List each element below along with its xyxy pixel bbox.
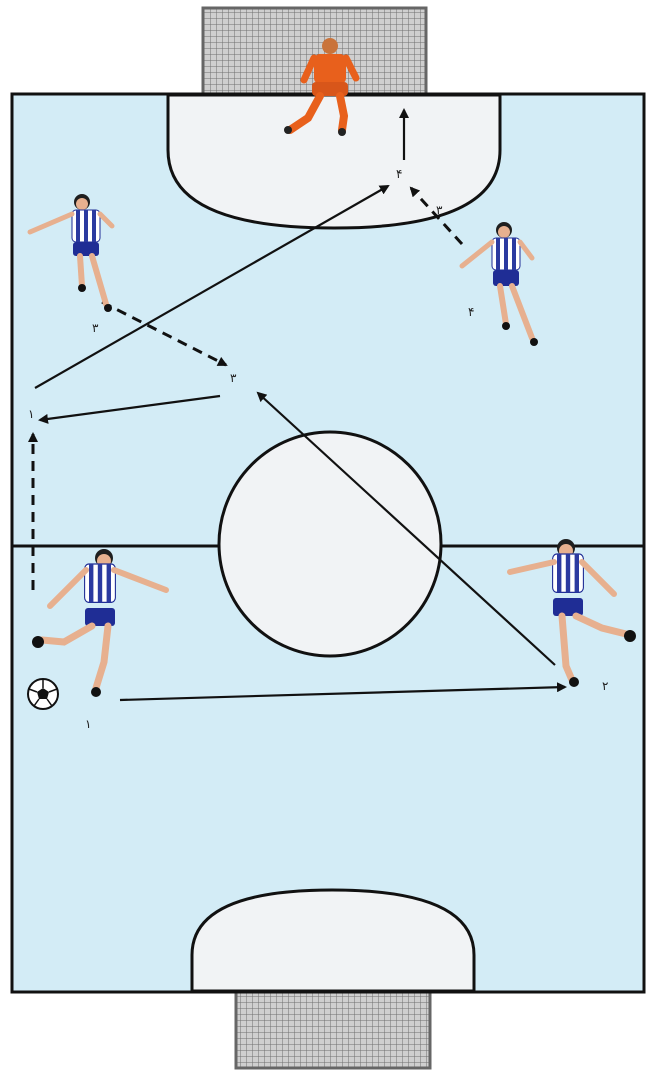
run-arrow xyxy=(409,186,464,246)
position-marker-label: ۱ xyxy=(85,717,91,731)
pass-arrow xyxy=(256,391,556,666)
position-marker-label: ۳ xyxy=(92,321,99,335)
pass-arrows xyxy=(34,108,567,702)
position-marker-label: ۲ xyxy=(602,679,608,693)
position-marker-label: ۳ xyxy=(230,371,237,385)
run-arrows xyxy=(28,186,464,590)
soccer-player-icon xyxy=(459,222,538,346)
bottom-penalty-area xyxy=(190,888,476,993)
pass-arrow xyxy=(34,185,390,389)
soccer-player-icon xyxy=(27,194,115,312)
position-marker-label: ۳ xyxy=(436,203,443,217)
center-circle xyxy=(217,430,443,658)
top-penalty-area xyxy=(166,93,502,230)
position-markers: ۱ ۱ ۲ ۳ ۴ ۳ ۴ ۳ xyxy=(28,167,608,731)
pass-arrow xyxy=(119,682,567,702)
pass-arrow xyxy=(38,394,221,424)
soccer-player-icon xyxy=(507,539,636,687)
goalkeeper-icon xyxy=(284,38,360,136)
bottom-goal xyxy=(234,990,432,1070)
run-arrow xyxy=(101,300,228,367)
top-goal xyxy=(201,6,428,98)
soccer-ball-icon xyxy=(27,678,59,710)
position-marker-label: ۴ xyxy=(396,167,402,181)
soccer-player-icon xyxy=(32,549,169,697)
position-marker-label: ۱ xyxy=(28,407,34,421)
position-marker-label: ۴ xyxy=(468,305,474,319)
